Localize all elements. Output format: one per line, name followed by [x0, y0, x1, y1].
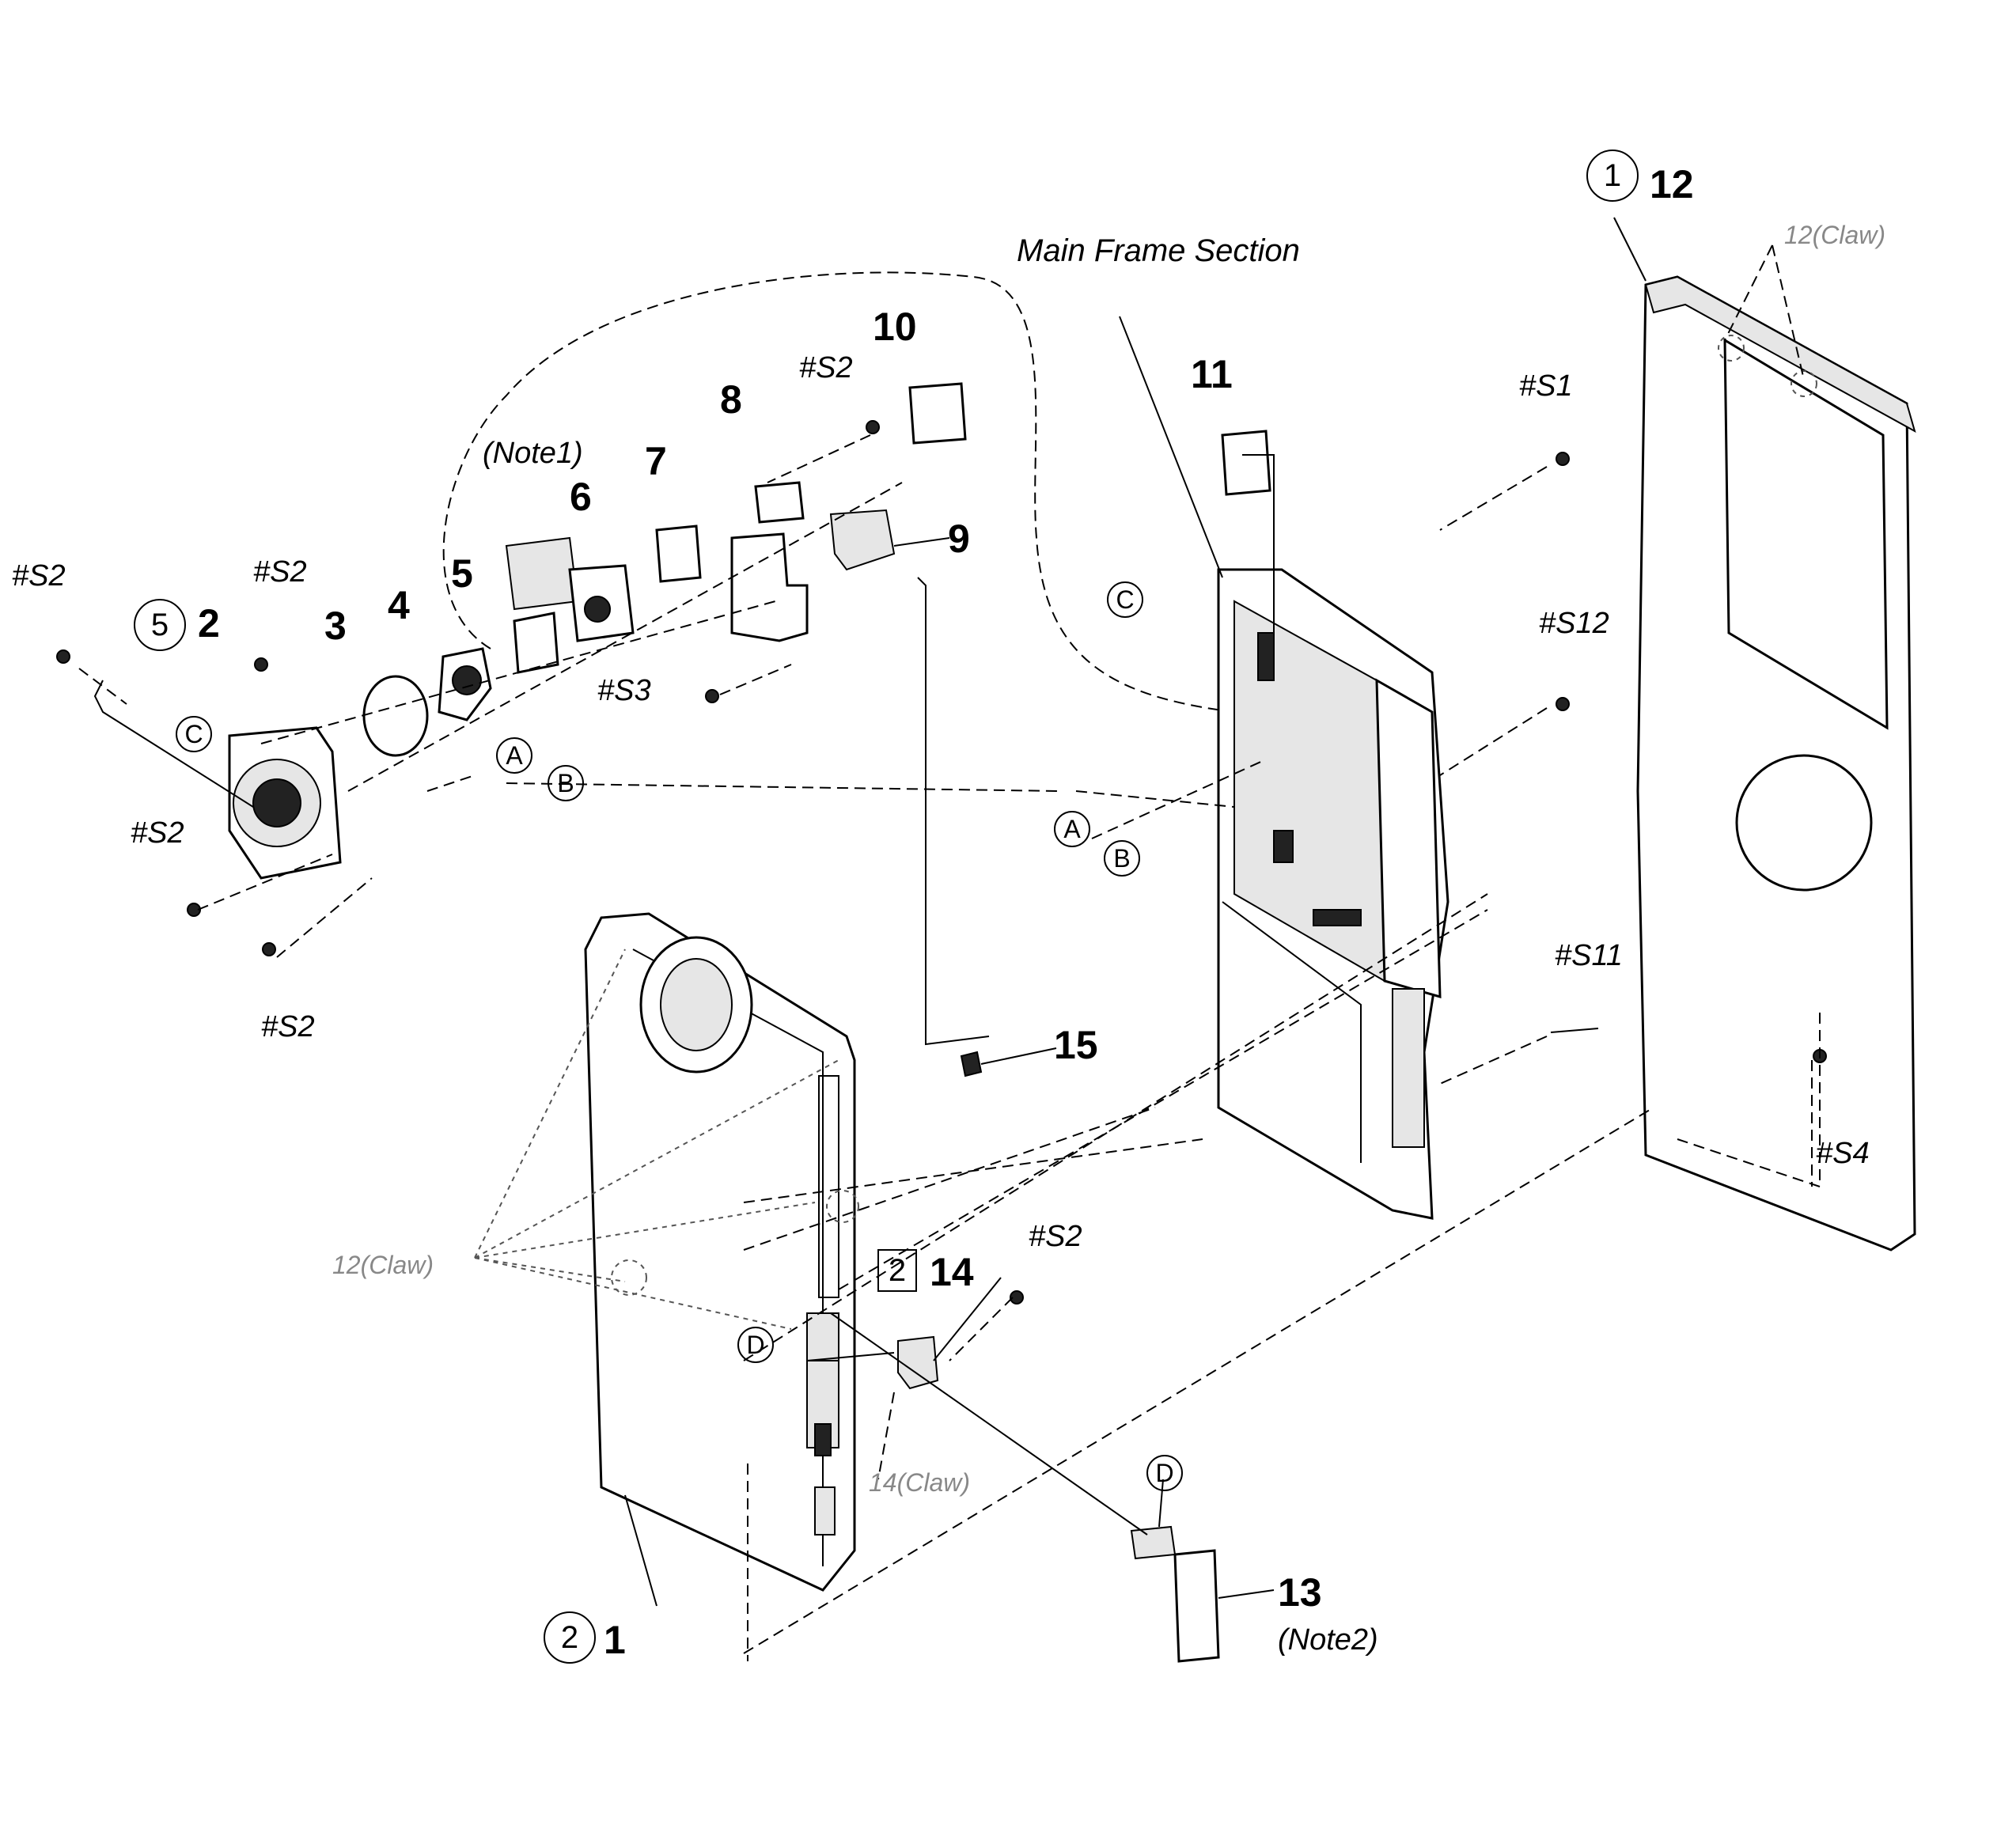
part-number-label: 4: [388, 583, 410, 627]
part-number-label: 7: [645, 439, 667, 483]
svg-text:2: 2: [889, 1253, 906, 1288]
screw-mark: [1556, 452, 1570, 466]
ref-marker-c-frame: C: [1107, 581, 1143, 618]
screw-label: #S2: [131, 816, 184, 850]
part-number-label: 6: [570, 475, 592, 519]
part-number-label: 14: [930, 1250, 974, 1294]
small-15-part: [960, 1051, 983, 1077]
svg-text:D: D: [746, 1331, 764, 1359]
svg-text:B: B: [1113, 844, 1130, 873]
small-cover-part: [1130, 1525, 1220, 1663]
svg-text:A: A: [506, 741, 523, 770]
bracket-part: [438, 647, 492, 721]
section-title: Main Frame Section: [1017, 233, 1300, 268]
part-number-label: 2: [198, 601, 220, 646]
part-number-label: 3: [324, 604, 347, 648]
rear-cover-part: [1636, 275, 1916, 1252]
long-screw-mark: [1550, 1028, 1599, 1033]
block-9-part: [829, 509, 896, 571]
screw-mark: [262, 942, 276, 956]
shield-part: [730, 481, 809, 642]
screw-label: #S4: [1816, 1137, 1870, 1170]
screw-label: #S2: [253, 555, 307, 589]
ref-marker-a-left: A: [496, 737, 532, 774]
screw-label: #S3: [597, 674, 651, 707]
svg-text:5: 5: [151, 608, 169, 642]
lens-unit-part: [93, 680, 342, 880]
screw-label: #S11: [1555, 939, 1623, 972]
motor-part: [505, 536, 635, 642]
note1-group-outline: [442, 271, 1235, 713]
part-number-label: 1: [604, 1618, 626, 1662]
screw-label: #S2: [1029, 1220, 1082, 1253]
clip-part: [897, 1335, 939, 1390]
claw-label: 14(Claw): [869, 1468, 970, 1497]
svg-text:2: 2: [561, 1620, 578, 1655]
part-number-label: 12: [1650, 162, 1694, 206]
svg-text:A: A: [1063, 815, 1081, 843]
ref-marker-d-cover: D: [737, 1327, 774, 1363]
screw-mark: [705, 689, 719, 703]
screw-label: #S2: [12, 559, 66, 593]
sheet-7-part: [655, 524, 702, 583]
front-cover-part: [584, 912, 859, 1592]
svg-text:C: C: [1116, 585, 1134, 614]
part-number-label: 10: [873, 305, 917, 349]
screw-label: #S2: [799, 351, 853, 384]
ring-part: [362, 675, 429, 757]
screw-set: [56, 420, 1827, 1305]
screw-label: #S1: [1519, 369, 1573, 403]
count-marker-two-boxed: 2: [877, 1249, 917, 1292]
screw-mark: [254, 657, 268, 672]
svg-text:D: D: [1155, 1459, 1173, 1487]
note1-label: (Note1): [483, 437, 583, 470]
claw-label: 12(Claw): [1784, 221, 1885, 249]
ref-marker-c-left: C: [176, 716, 212, 752]
screw-mark: [1556, 697, 1570, 711]
part-number-label: 8: [720, 377, 742, 422]
note2-label: (Note2): [1278, 1623, 1378, 1657]
ref-marker-b-frame: B: [1104, 840, 1140, 877]
ref-marker-b-left: B: [548, 765, 584, 801]
claw-label: 12(Claw): [332, 1251, 434, 1279]
svg-text:B: B: [557, 769, 574, 797]
count-marker-one: 1: [1586, 150, 1639, 202]
sheet-11-part: [1221, 430, 1271, 496]
ref-marker-d-small-cover: D: [1146, 1455, 1183, 1491]
sheet-10-part: [908, 382, 967, 445]
part-number-label: 15: [1054, 1023, 1098, 1067]
ref-marker-a-frame: A: [1054, 811, 1090, 847]
screw-label: #S2: [261, 1010, 315, 1043]
svg-text:1: 1: [1604, 158, 1621, 193]
svg-text:C: C: [184, 720, 203, 748]
plate-part: [513, 612, 559, 674]
screw-mark: [1010, 1290, 1024, 1305]
count-marker-two: 2: [544, 1611, 596, 1664]
screw-mark: [187, 903, 201, 917]
part-number-label: 5: [451, 551, 473, 596]
part-number-label: 9: [948, 517, 970, 561]
screw-mark: [866, 420, 880, 434]
screw-mark: [56, 649, 70, 664]
count-marker-five: 5: [134, 599, 186, 651]
part-number-label: 11: [1191, 352, 1233, 396]
leader-lines: [78, 217, 1821, 1661]
part-number-label: 13: [1278, 1570, 1322, 1615]
main-frame-part: [1217, 568, 1449, 1220]
screw-label: #S12: [1539, 607, 1609, 640]
